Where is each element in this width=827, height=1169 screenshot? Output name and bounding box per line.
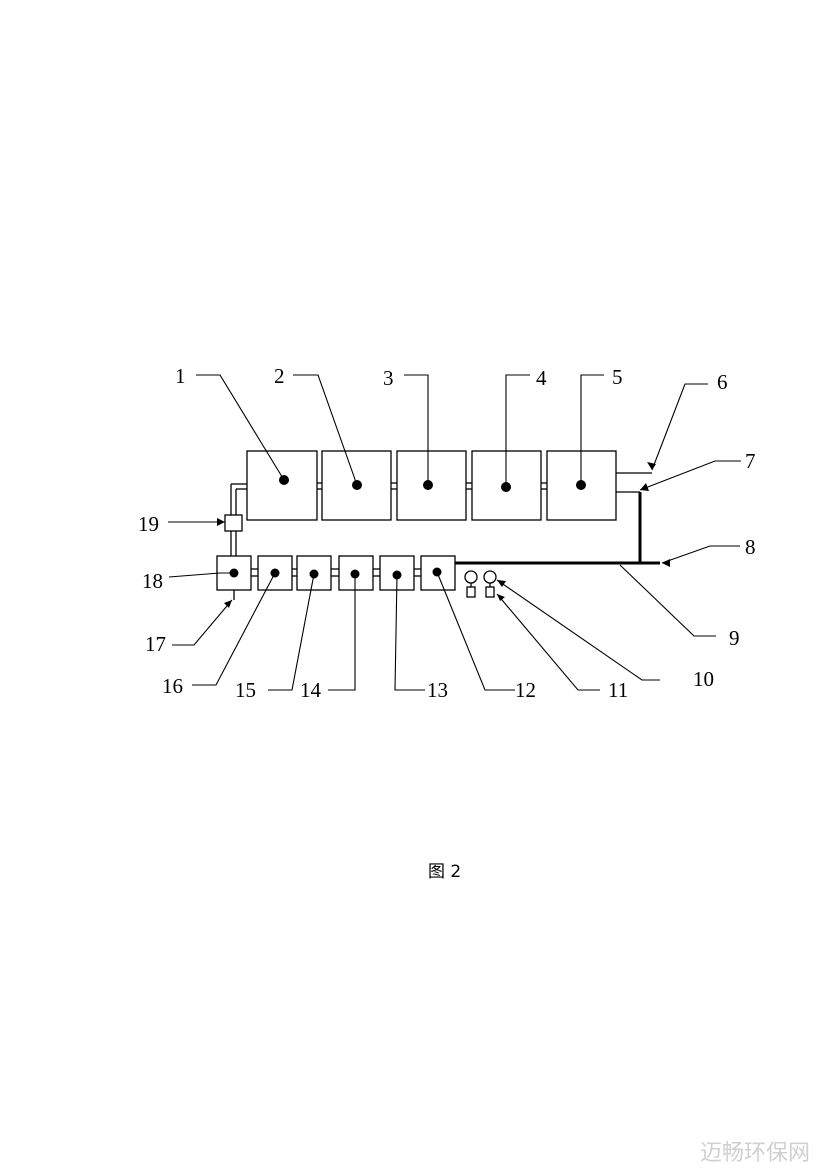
return-pipe [230,483,247,556]
label-15: 15 [235,678,256,702]
label-17: 17 [145,632,166,656]
label-9: 9 [729,626,740,650]
pump-10 [464,570,478,598]
label-3: 3 [383,366,394,390]
figure-caption: 图 2 [428,862,461,882]
label-10: 10 [693,667,714,691]
label-2: 2 [274,364,285,388]
valve-19 [224,514,243,532]
pump-11 [483,570,497,598]
main-pipe-9 [455,492,660,565]
leader-lines [168,374,741,691]
tank-14 [338,555,374,591]
tank-15 [296,555,332,591]
label-18: 18 [142,569,163,593]
upper-connectors [317,482,547,490]
label-5: 5 [612,365,623,389]
label-19: 19 [138,512,159,536]
label-11: 11 [608,678,628,702]
label-14: 14 [300,678,322,702]
label-7: 7 [745,449,756,473]
lower-connectors [251,568,421,577]
tank-12 [420,555,456,591]
tank-16 [257,555,293,591]
label-1: 1 [175,364,186,388]
label-8: 8 [745,535,756,559]
tank-2 [321,450,392,521]
tank-3 [396,450,467,521]
tank-1 [246,450,318,521]
label-12: 12 [515,678,536,702]
label-16: 16 [162,674,183,698]
label-6: 6 [717,370,728,394]
label-4: 4 [536,366,547,390]
label-13: 13 [427,678,448,702]
arrowheads [217,462,670,608]
outlet-pipes [616,472,652,493]
watermark: 迈畅环保网 [700,1141,810,1166]
